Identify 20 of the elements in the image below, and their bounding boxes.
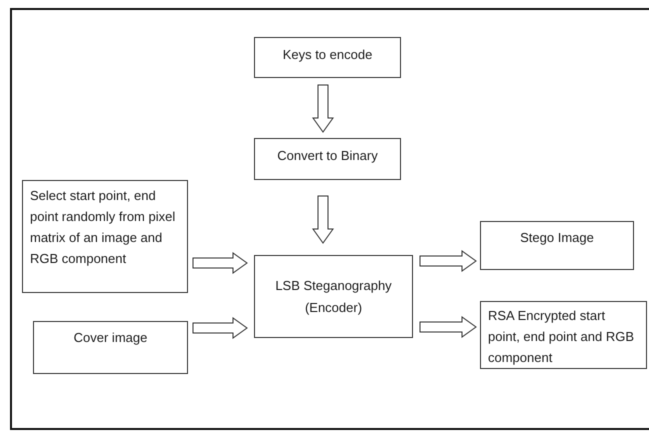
- box-text: RSA Encrypted start point, end point and RGB component: [488, 307, 635, 368]
- process-box: [254, 37, 401, 78]
- process-box: [254, 138, 401, 180]
- box-text: LSB Steganography (Encoder): [274, 277, 393, 317]
- box-text: Select start point, end point randomly from pixel matrix of an image and RGB component: [30, 187, 176, 268]
- process-box: [33, 321, 188, 374]
- box-text: Keys to encode: [282, 46, 374, 64]
- process-box: [254, 255, 413, 338]
- box-text: Convert to Binary: [276, 147, 379, 165]
- process-box: [22, 180, 188, 293]
- block-arrow: [192, 317, 248, 339]
- block-arrow: [420, 250, 477, 272]
- process-box: [480, 221, 634, 270]
- block-arrow: [420, 316, 477, 338]
- block-arrow: [192, 252, 248, 274]
- process-box: [480, 301, 647, 369]
- box-text: Stego Image: [519, 229, 595, 247]
- block-arrow: [312, 84, 334, 133]
- box-text: Cover image: [72, 329, 148, 347]
- block-arrow: [312, 196, 334, 244]
